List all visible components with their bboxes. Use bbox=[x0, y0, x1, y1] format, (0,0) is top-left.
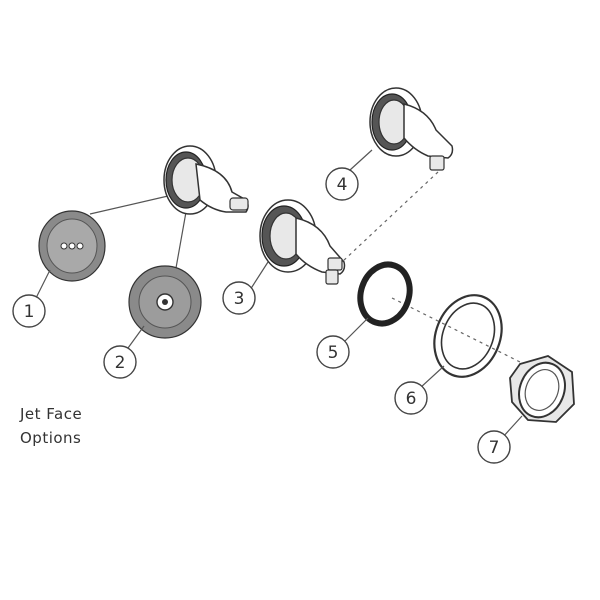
callout-2: 2 bbox=[103, 345, 137, 379]
leader-6 bbox=[419, 365, 445, 389]
washer-part-6 bbox=[433, 294, 503, 378]
jet-body-part-4 bbox=[369, 87, 454, 171]
leader-2 bbox=[127, 325, 145, 349]
jet-face-option-2 bbox=[128, 265, 202, 339]
leader-7 bbox=[501, 415, 523, 439]
callout-6: 6 bbox=[394, 381, 428, 415]
assembly-axis-lower bbox=[391, 297, 541, 373]
hex-nut-part-7 bbox=[509, 355, 575, 423]
leader-5 bbox=[343, 317, 369, 343]
svg-text:1: 1 bbox=[24, 302, 35, 322]
svg-text:4: 4 bbox=[337, 175, 348, 195]
leader-3 bbox=[249, 261, 269, 291]
gasket-part-5 bbox=[357, 261, 413, 327]
jet-housing-assembly bbox=[163, 145, 249, 215]
svg-text:2: 2 bbox=[115, 353, 126, 373]
svg-text:5: 5 bbox=[328, 343, 339, 363]
jet-face-options-caption: Jet Face Options bbox=[20, 402, 82, 450]
leader-1 bbox=[35, 269, 51, 299]
leader-housing-to-face-1 bbox=[89, 195, 169, 215]
callout-3: 3 bbox=[222, 281, 256, 315]
callout-4: 4 bbox=[325, 167, 359, 201]
leader-4 bbox=[349, 149, 373, 171]
svg-text:6: 6 bbox=[406, 389, 417, 409]
caption-line-1: Jet Face bbox=[20, 405, 83, 423]
leader-housing-to-face-2 bbox=[175, 211, 187, 269]
caption-line-2: Options bbox=[20, 429, 82, 447]
jet-body-part-3 bbox=[259, 199, 346, 285]
callout-5: 5 bbox=[316, 335, 350, 369]
callout-1: 1 bbox=[12, 294, 46, 328]
jet-face-option-1 bbox=[38, 210, 106, 282]
svg-text:7: 7 bbox=[489, 438, 500, 458]
callout-7: 7 bbox=[477, 430, 511, 464]
assembly-axis-upper bbox=[341, 171, 439, 263]
svg-text:3: 3 bbox=[234, 289, 245, 309]
